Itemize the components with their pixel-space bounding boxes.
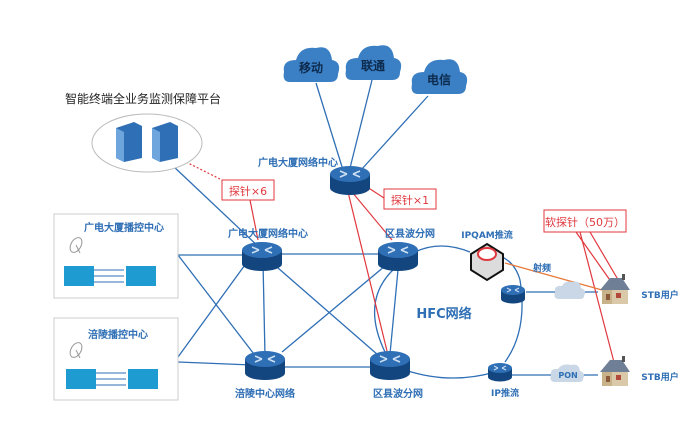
mux-icon [128,369,158,389]
hfc-label: HFC网络 [416,306,471,322]
link-telecom-router [360,95,429,171]
server-icon [116,122,142,162]
link-lt-rb [277,267,379,356]
link-bc2-core-lb [177,361,253,366]
stb-user-label: STB用户 [641,371,678,383]
link-bc1-core-lb [177,254,261,363]
svg-text:软探针（50万）: 软探针（50万） [545,215,625,229]
platform-title: 智能终端全业务监测保障平台 [65,91,221,106]
probe-links [185,161,621,367]
control-center-guangdian: 广电大厦播控中心 [53,213,179,299]
cloud-mobile: 移动 [283,47,340,82]
router-core-rt-label: 区县波分网 [385,227,435,240]
link-rt-lb [281,265,386,353]
stb-user-label: STB用户 [641,289,678,301]
router-icon-access [500,284,526,304]
ipqam-label: IPQAM推流 [461,229,513,241]
probe6-to-router [249,199,259,241]
server-icon [152,122,178,162]
svg-text:探针×6: 探针×6 [229,184,267,198]
cloud-unicom-label: 联通 [361,58,385,73]
rf-link [504,262,603,291]
platform-ellipse [91,113,203,173]
link-platform-core [171,164,263,251]
top-router-to-rt [351,191,393,241]
access-cloud [554,281,585,299]
router-icon-core-lt [241,241,283,272]
satellite-dish-icon [69,342,83,359]
router-icon-core-lb [244,350,286,381]
top-router-to-rb [347,191,389,356]
encoder-icon [64,266,94,286]
cloud-telecom: 电信 [411,59,468,94]
cloud-unicom: 联通 [345,45,402,80]
blue-links [171,79,598,379]
probe6-dotted [185,161,223,181]
probe-box-1: 探针×1 [383,188,437,210]
cloud-telecom-label: 电信 [427,72,451,87]
pon-cloud: PON [550,364,584,382]
probe-box-soft: 软探针（50万） [543,209,627,233]
control-center-label: 涪陵播控中心 [88,328,148,341]
router-core-lb-label: 涪陵中心网络 [235,387,295,400]
link-lt-lb [262,261,266,357]
router-core-lt-label: 广电大厦网络中心 [228,227,308,240]
house-icon [600,274,630,304]
control-center-fuling: 涪陵播控中心 [53,317,179,401]
rf-label: 射频 [532,262,551,274]
router-icon-core-rt [377,241,419,272]
link-mobile-router [315,82,344,171]
control-center-label: 广电大厦播控中心 [84,221,164,234]
encoder-icon [66,369,96,389]
soft-probe-stb2 [579,231,616,367]
ip-push-label: IP推流 [491,387,519,399]
router-top-label: 广电大厦网络中心 [258,156,338,169]
mux-icon [126,266,156,286]
cloud-mobile-label: 移动 [299,60,323,75]
hfc-ring [373,245,523,379]
link-rt-rb [389,269,399,355]
router-icon-top [329,165,371,196]
pon-label: PON [558,371,577,380]
svg-text:探针×1: 探针×1 [391,193,429,207]
router-icon-ip-push [487,362,513,382]
probe-box-6: 探针×6 [221,179,275,201]
satellite-dish-icon [69,237,83,254]
router-core-rb-label: 区县波分网 [373,387,423,400]
link-unicom-router [349,79,373,169]
router-icon-core-rb [369,350,411,381]
link-bc2-core-lt [177,257,251,358]
house-icon [600,356,630,386]
soft-probe-stb1-b [589,231,621,284]
ipqam-device [470,242,504,282]
